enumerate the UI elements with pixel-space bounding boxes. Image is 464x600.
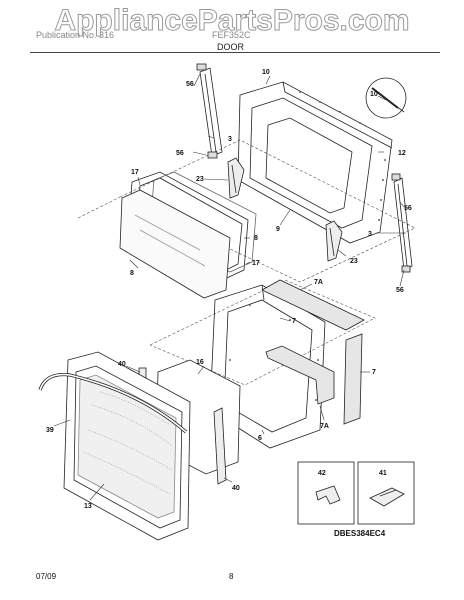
callout-7a-bottom: 7A [320,423,329,430]
bracket-lower [213,407,227,485]
leader-lines [53,73,406,501]
callout-13: 13 [84,503,92,510]
callout-6: 6 [258,435,262,442]
publication-label: Publication No. 316 [36,30,115,40]
gasket-bottom [265,345,335,405]
gasket-right [343,333,363,425]
callout-7a-top: 7A [314,279,323,286]
header-rule [30,52,440,53]
callout-40-upper: 40 [118,361,126,368]
assembly-guides [77,139,416,386]
callout-16: 16 [196,359,204,366]
left-door-channel [196,63,223,159]
accessory-box-41 [357,461,415,525]
callout-12: 12 [398,150,406,157]
section-title: DOOR [217,42,244,52]
model-label: FEF352C [212,30,251,40]
callout-42: 42 [318,470,326,477]
hinge-left [227,157,245,199]
door-handle [38,372,188,434]
callout-23-left: 23 [196,176,204,183]
callout-56-bottom: 56 [396,287,404,294]
callout-labels: 56 10 10 3 12 56 23 17 9 56 8 3 8 23 17 … [46,69,412,510]
right-door-channel [391,173,413,273]
callout-10-detail: 10 [370,91,378,98]
callout-56-mid: 56 [176,150,184,157]
outer-door-panel [63,351,191,541]
callout-17-top: 17 [131,169,139,176]
callout-8-right: 8 [254,235,258,242]
footer-page: 8 [229,572,234,581]
callout-39: 39 [46,427,54,434]
callout-3-right: 3 [368,231,372,238]
callout-17-bottom: 17 [252,260,260,267]
callout-56: 56 [186,81,194,88]
screw-detail [365,77,407,119]
callout-56-right: 56 [404,205,412,212]
callout-7-right: 7 [372,369,376,376]
callout-10: 10 [262,69,270,76]
callout-3-left: 3 [228,136,232,143]
glass-pack [119,171,257,299]
callout-7-frame: 7 [292,318,296,325]
callout-8-left: 8 [130,270,134,277]
callout-41: 41 [379,470,387,477]
inner-door-liner [237,81,393,244]
footer-date: 07/09 [36,572,57,581]
hinge-right [325,220,343,262]
accessory-box-42 [297,461,355,525]
callout-23-right: 23 [350,258,358,265]
callout-9: 9 [276,226,280,233]
callout-40-lower: 40 [232,485,240,492]
gasket-top [261,279,365,331]
diagram-code: DBES384EC4 [334,529,386,538]
